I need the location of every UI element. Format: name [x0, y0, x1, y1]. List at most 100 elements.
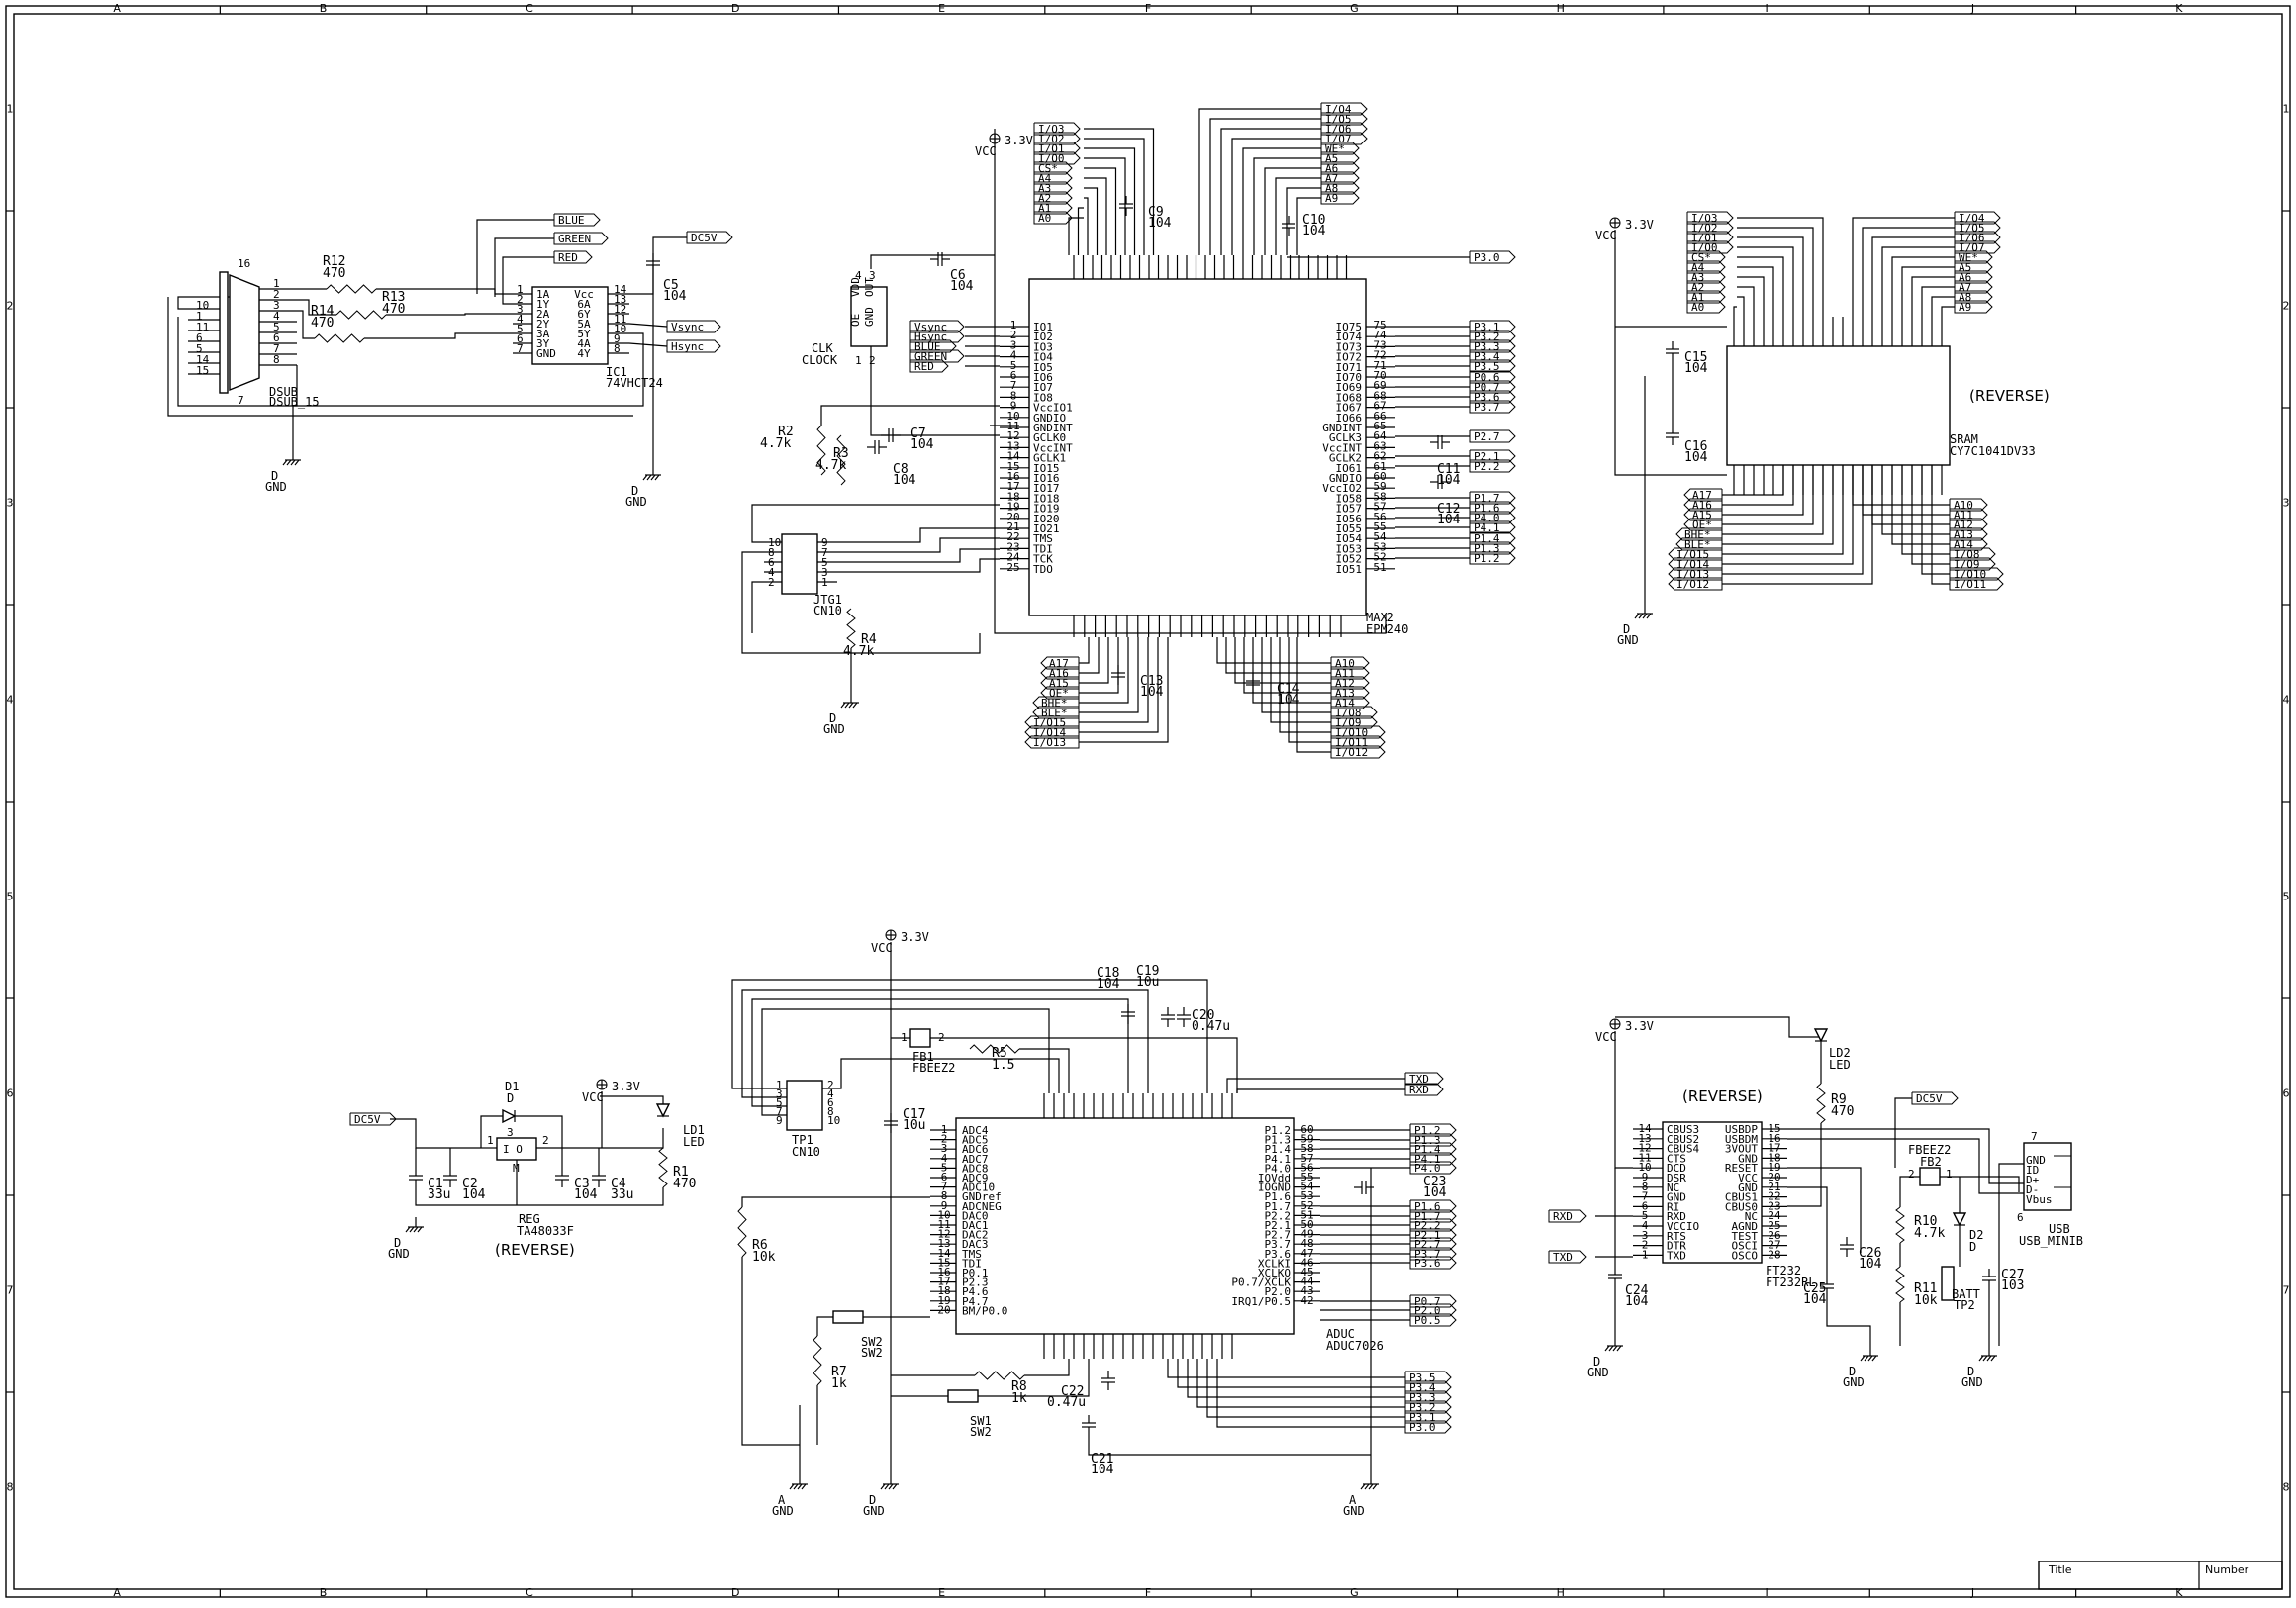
cpld-pin-number: 53	[1373, 540, 1386, 553]
mcu-pin-number: 20	[937, 1303, 950, 1316]
net-label: A0	[1038, 212, 1051, 225]
wire	[476, 219, 554, 294]
mcu-pin-name: XCLKO	[1258, 1267, 1291, 1279]
cpld-pin-number: 51	[1373, 561, 1386, 574]
grid-column-label: D	[731, 2, 739, 15]
ground-hatch	[1642, 613, 1648, 619]
cpld-pin-number: 72	[1373, 349, 1386, 362]
led-value: LED	[1829, 1058, 1851, 1072]
mcu-pin-name: ADC10	[962, 1182, 995, 1194]
wire	[1894, 1097, 1912, 1168]
cpld-pin-name: TCK	[1033, 553, 1053, 566]
ground-hatch	[1608, 1345, 1614, 1352]
net-flag	[1469, 429, 1516, 443]
grid-row-label: 4	[7, 694, 14, 707]
ic1-pin-number: 9	[614, 332, 621, 345]
net-flag	[1409, 1313, 1457, 1327]
wire	[1787, 1123, 1822, 1207]
jtag-pullup-r2	[816, 425, 826, 476]
ft232-pin-name: TEST	[1732, 1230, 1759, 1243]
mcu-pin-number: 57	[1300, 1152, 1313, 1165]
wire	[1019, 1048, 1070, 1093]
ft232-pin-number: 13	[1638, 1132, 1651, 1145]
resistor-value: 1k	[1011, 1391, 1027, 1406]
ground-net-letter: D	[1623, 622, 1630, 636]
resistor-reference: R14	[311, 304, 335, 319]
bus-wire	[1084, 187, 1099, 255]
cpld-pin-name: IO56	[1336, 513, 1363, 525]
ground-hatch	[848, 702, 854, 709]
ground-hatch	[1990, 1355, 1996, 1362]
ft232-pin-number: 4	[1642, 1219, 1649, 1232]
bus-wire	[1275, 177, 1321, 255]
ferrite-bead-fb1	[909, 1028, 931, 1048]
cpld-pin-name: IO53	[1336, 542, 1363, 555]
grid-row-label: 6	[7, 1088, 14, 1100]
ground-label: GND	[1343, 1504, 1365, 1518]
resistor-r14	[314, 333, 365, 343]
resistor-value: 470	[311, 316, 334, 331]
ic1-pin-name: 1Y	[536, 298, 550, 311]
cpld-pin-number: 2	[1010, 329, 1017, 341]
ft232-pin-number: 17	[1768, 1142, 1780, 1155]
mcu-pin-name: P4.6	[962, 1285, 989, 1298]
mcu-pin-name: IRQ1/P0.5	[1231, 1295, 1291, 1308]
ic1-reference: IC1	[606, 365, 627, 379]
battery-reference: BATT	[1952, 1287, 1980, 1301]
dsub-pin-number: 6	[196, 331, 203, 344]
bus-wire	[1286, 187, 1321, 255]
cap-value: 0.47u	[1192, 1019, 1230, 1034]
bus-wire	[1911, 276, 1955, 317]
resistor-value: 470	[1831, 1104, 1854, 1119]
wire	[751, 581, 764, 633]
net-flag	[1409, 1256, 1457, 1270]
bus-wire	[1216, 637, 1331, 664]
ground-hatch	[290, 459, 296, 466]
ft232-value: FT232RL	[1766, 1276, 1816, 1289]
mcu-pin-name: P2.1	[1265, 1219, 1292, 1232]
cap-reference: C20	[1192, 1008, 1214, 1023]
mcu-pin-number: 54	[1300, 1181, 1314, 1193]
wire	[167, 297, 633, 417]
cap-value: 104	[1277, 693, 1300, 708]
ft232-pin-number: 18	[1768, 1151, 1780, 1164]
ic1-pin-number: 4	[517, 313, 524, 326]
ground-hatch	[797, 1483, 803, 1490]
resistor-r8	[974, 1371, 1025, 1380]
net-flag	[666, 339, 721, 353]
bus-wire	[1167, 1359, 1405, 1378]
bus-wire	[1198, 108, 1321, 255]
outer-border	[5, 5, 2291, 1598]
net-label: P3.0	[1474, 251, 1500, 264]
vcc-label: VCC	[1595, 1030, 1617, 1044]
pin-number: 1	[901, 1031, 908, 1044]
wire	[816, 1316, 833, 1336]
dsub-pin-number: 7	[238, 394, 244, 407]
bus-wire	[1079, 637, 1139, 713]
net-label: P3.7	[1474, 401, 1500, 414]
mcu-pin-number: 52	[1300, 1199, 1313, 1212]
diode-value: D	[507, 1091, 514, 1105]
cpld-pin-name: TDO	[1033, 563, 1053, 576]
grid-column-label: J	[1970, 2, 1974, 15]
wire	[628, 323, 668, 328]
cpld-pin-number: 7	[1010, 379, 1017, 392]
mcu-pin-name: DAC0	[962, 1209, 989, 1222]
usb-mini-b-connector	[2023, 1142, 2072, 1211]
diode-reference: D2	[1969, 1228, 1983, 1242]
wire	[606, 1128, 664, 1149]
cpld-pin-name: IO18	[1033, 492, 1060, 505]
cpld-pin-name: GNDINT	[1322, 422, 1362, 434]
jtag-connector-body	[781, 533, 818, 595]
resistor-r7	[813, 1335, 822, 1386]
ft232-pin-number: 8	[1642, 1181, 1649, 1193]
cap-reference: C4	[611, 1177, 626, 1191]
ground-hatch	[892, 1483, 898, 1490]
bus-wire	[1243, 637, 1331, 694]
ground-hatch	[1372, 1483, 1378, 1490]
ft232-pin-number: 5	[1642, 1209, 1649, 1222]
jtag-pin-number: 3	[821, 566, 828, 579]
regulator-value: TA48033F	[517, 1224, 574, 1238]
ground-hatch	[409, 1226, 415, 1233]
bus-wire	[1084, 138, 1145, 255]
